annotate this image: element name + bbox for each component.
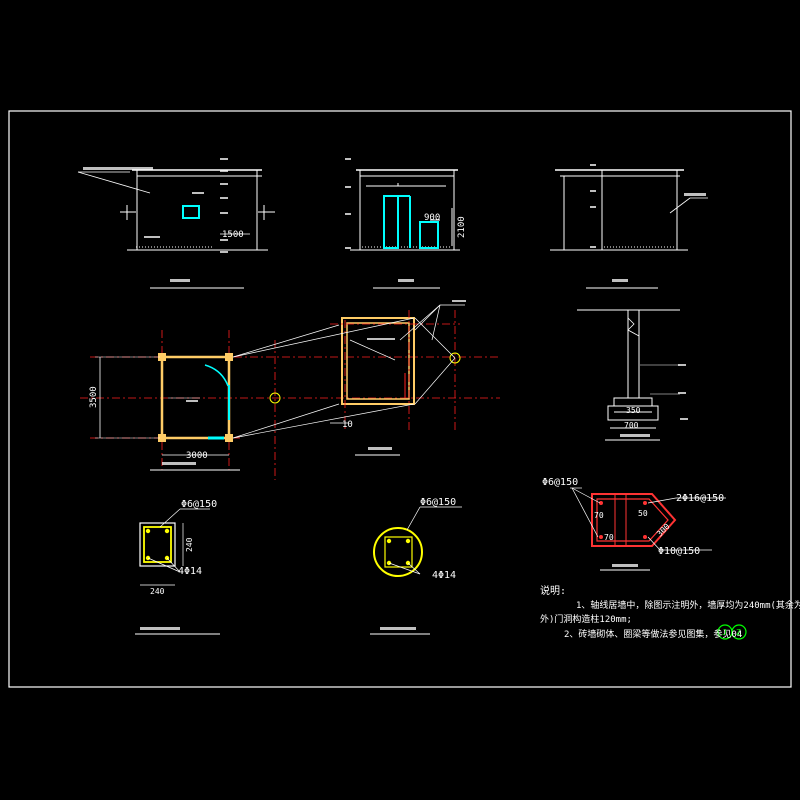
plan-dim-10: 10 [342, 420, 353, 430]
drawing-frame [8, 110, 792, 688]
plan-dim-3000: 3000 [186, 451, 208, 461]
beam-dim-300: 300 [655, 522, 672, 539]
col-round-stirrup: Φ6@150 [420, 497, 456, 508]
foundation-detail [577, 309, 680, 441]
elevation-left [77, 169, 275, 289]
elev-mid-dim-900: 900 [424, 213, 440, 223]
beam-detail [570, 487, 726, 571]
marker-z [731, 624, 747, 640]
beam-label-right: 2Φ16@150 [676, 493, 724, 504]
plan-dim-3500: 3500 [89, 386, 99, 408]
col-square-bottom: 240 [150, 587, 165, 596]
col-square-main-bars: 4Φ14 [178, 566, 202, 577]
beam-dim-50: 50 [638, 509, 648, 518]
col-square-side: 240 [185, 537, 194, 552]
elev-mid-window [383, 195, 399, 249]
beam-dim-70a: 70 [594, 511, 604, 520]
plan-enlarged [232, 304, 465, 456]
elev-left-window [182, 205, 200, 219]
elevation-mid [350, 169, 460, 289]
elev-mid-door [419, 221, 439, 249]
beam-dim-70b: 70 [604, 533, 614, 542]
marker-z-text: Z [736, 628, 741, 637]
elev-left-dim-1500: 1500 [222, 230, 244, 240]
marker-j-text: J [722, 628, 727, 637]
col-round-main-bars: 4Φ14 [432, 570, 456, 581]
elev-mid-dim-2100: 2100 [457, 216, 467, 238]
beam-label-left: Φ6@150 [542, 477, 578, 488]
notes-line3: 2、砖墙砌体、圈梁等做法参见图集，参见04 [564, 628, 742, 640]
notes-line2: 外)门洞构造柱120mm; [540, 613, 632, 625]
elev-mid-wall [359, 169, 455, 251]
notes-title: 说明: [540, 584, 566, 597]
notes-line1: 1、轴线居墙中，除图示注明外，墙厚均为240mm(其余为 [576, 599, 800, 611]
elevation-right [550, 169, 708, 289]
col-square-stirrup: Φ6@150 [181, 499, 217, 510]
plan-view [80, 330, 500, 480]
beam-label-bottom: Φ10@150 [658, 546, 700, 557]
column-square-section [135, 508, 220, 635]
column-round-section [370, 506, 462, 635]
elev-right-wall [601, 169, 678, 251]
foundation-dim-350: 350 [626, 406, 641, 415]
minor-annotation-marks [83, 158, 706, 630]
foundation-dim-700: 700 [624, 421, 639, 430]
